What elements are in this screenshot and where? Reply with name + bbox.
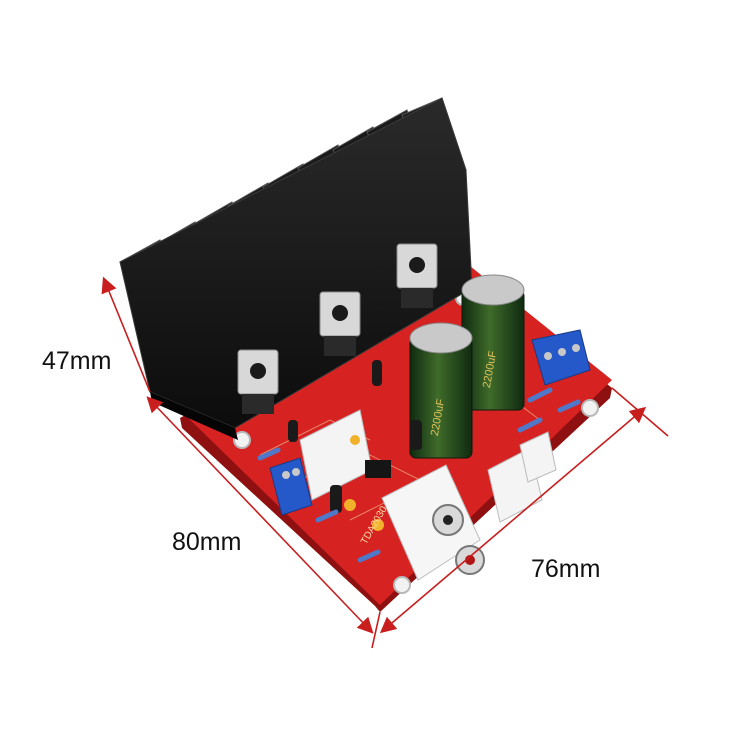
depth-dimension-arrow bbox=[379, 406, 647, 634]
width-label: 80mm bbox=[172, 528, 242, 556]
height-label: 47mm bbox=[42, 347, 112, 375]
dimension-lines bbox=[101, 276, 669, 649]
width-dimension-arrow bbox=[146, 396, 374, 634]
depth-label: 76mm bbox=[531, 555, 601, 583]
height-dimension-arrow bbox=[101, 276, 151, 393]
